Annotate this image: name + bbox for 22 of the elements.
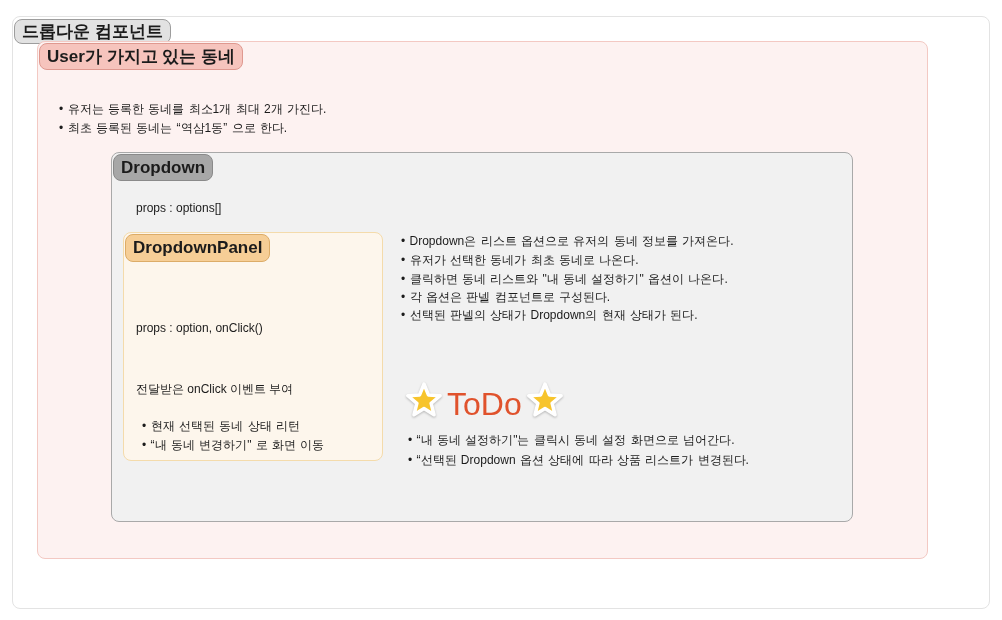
bullet-item: • 유저는 등록한 동네를 최소1개 최대 2개 가진다. (59, 101, 327, 117)
title-tag: DropdownPanel (125, 234, 271, 262)
section-box (37, 41, 928, 559)
bullet-item: • 각 옵션은 판넬 컴포넌트로 구성된다. (401, 289, 611, 305)
note-text: 전달받은 onClick 이벤트 부여 (136, 381, 294, 397)
todo-heading: ToDo (447, 385, 522, 423)
bullet-item: • 유저가 선택한 동네가 최초 동네로 나온다. (401, 252, 639, 268)
bullet-item: • 선택된 판넬의 상태가 Dropdown의 현재 상태가 된다. (401, 307, 698, 323)
bullet-item: • “내 동네 설정하기"는 클릭시 동네 설정 화면으로 넘어간다. (408, 432, 735, 448)
bullet-item: • 현재 선택된 동네 상태 리턴 (142, 418, 300, 434)
component-box (111, 152, 853, 522)
note-text: props : options[] (136, 200, 222, 216)
bullet-item: • 최초 등록된 동네는 “역삼1동” 으로 한다. (59, 120, 288, 136)
bullet-item: • 클릭하면 동네 리스트와 "내 동네 설정하기" 옵션이 나온다. (401, 271, 728, 287)
title-tag: Dropdown (113, 154, 214, 181)
bullet-item: • Dropdown은 리스트 옵션으로 유저의 동네 정보를 가져온다. (401, 233, 734, 249)
title-tag: User가 가지고 있는 동네 (39, 43, 243, 70)
bullet-item: • “내 동네 변경하기" 로 화면 이동 (142, 437, 325, 453)
panel-box (123, 232, 383, 461)
frame-card (12, 16, 990, 609)
note-text: props : option, onClick() (136, 320, 263, 336)
bullet-item: • “선택된 Dropdown 옵션 상태에 따라 상품 리스트가 변경된다. (408, 452, 749, 468)
